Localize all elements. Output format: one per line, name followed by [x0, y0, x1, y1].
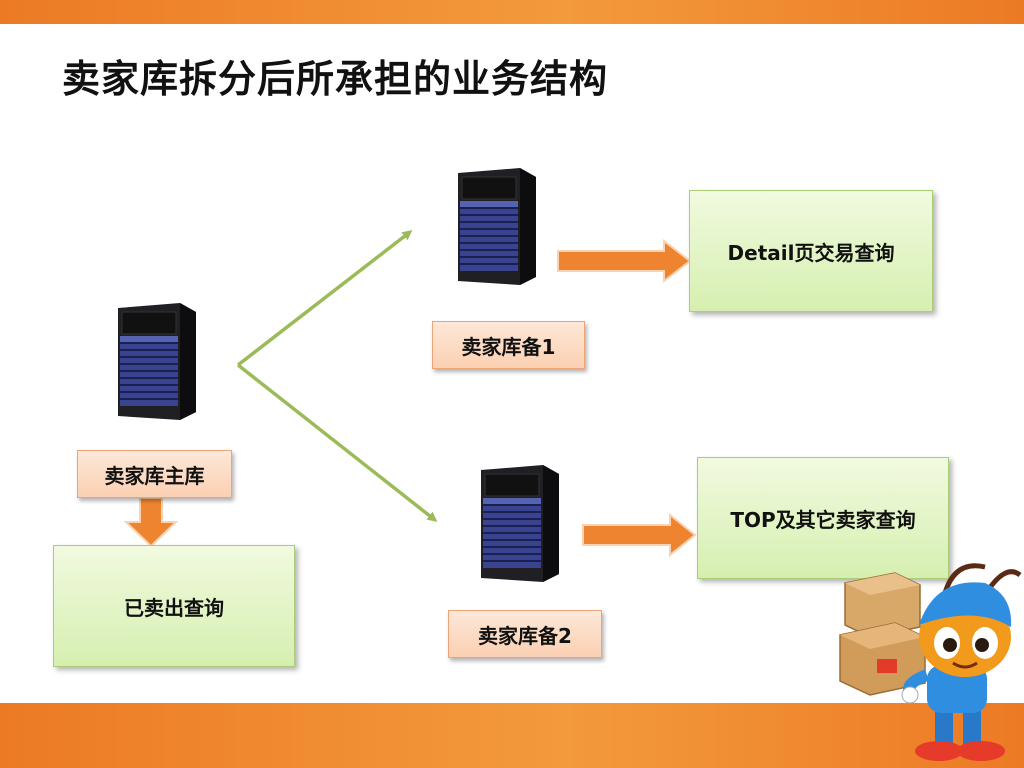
page-title: 卖家库拆分后所承担的业务结构 [62, 57, 609, 101]
backup1-db-label: 卖家库备1 [432, 321, 585, 369]
arrow-master-to-backup2 [236, 363, 438, 522]
server-rack-icon [118, 303, 196, 420]
top-query-box: TOP及其它卖家查询 [697, 457, 949, 579]
arrow-master-to-sold-query [123, 497, 179, 548]
bottom-accent-bar [0, 703, 1024, 768]
arrow-master-to-backup1 [236, 230, 413, 367]
sold-query-box: 已卖出查询 [53, 545, 295, 667]
backup2-db-label: 卖家库备2 [448, 610, 602, 658]
detail-query-box: Detail页交易查询 [689, 190, 933, 312]
arrow-backup1-to-detail [557, 238, 692, 284]
arrow-backup2-to-top [582, 512, 697, 558]
master-db-label: 卖家库主库 [77, 450, 232, 498]
server-rack-icon [481, 465, 559, 582]
top-accent-bar [0, 0, 1024, 24]
server-rack-icon [458, 168, 536, 285]
ant-mascot-icon [839, 563, 1022, 761]
